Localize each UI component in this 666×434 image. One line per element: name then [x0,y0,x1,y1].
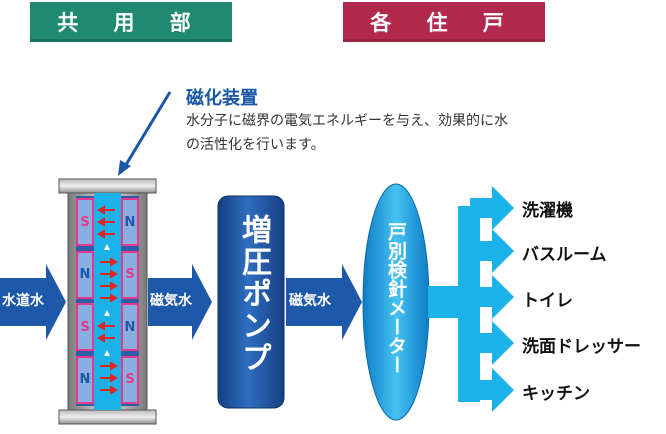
destination-kitchen: キッチン [522,384,590,404]
device-description: 水分子に磁界の電気エネルギーを与え、効果的に水の活性化を行います。 [186,113,508,153]
unit-section-header: 各 住 戸 [343,2,545,42]
destination-washstand: 洗面ドレッサー [522,337,641,357]
magnetizer-device [58,178,157,425]
magnet-pole: S [121,250,139,299]
left-magnet-column: S N S N [76,196,94,406]
pump-label: 増圧ポンプ [236,214,271,374]
pump-to-meter-arrow [286,264,362,340]
pump-output-label: 磁気水 [289,293,331,309]
branch-arrows [470,186,514,412]
magnet-pole: S [121,355,139,404]
magnet-pole: N [76,355,94,404]
magnet-pole: S [76,303,94,352]
right-magnet-column: N S N S [121,196,139,406]
pointer-arrowhead [118,160,131,176]
destination-toilet: トイレ [522,291,573,311]
destination-washing-machine: 洗濯機 [522,201,573,221]
destination-bathroom: バスルーム [522,245,607,265]
pointer-line [122,91,172,169]
magnet-pole: N [121,303,139,352]
inlet-label: 水道水 [2,293,44,309]
meter-connector [428,286,462,318]
magnet-pole: S [76,198,94,247]
field-arrows [97,205,118,395]
inlet-arrow [0,264,66,340]
meter-label: 戸別検針メーター [385,222,407,374]
device-title: 磁化装置 [186,88,258,109]
magnet-pole: N [76,250,94,299]
magnet-pole: N [121,198,139,247]
flow-up-arrows [104,244,110,356]
device-to-pump-arrow [148,264,212,340]
device-output-label: 磁気水 [150,293,192,309]
shared-section-header: 共 用 部 [30,2,232,42]
pump-body [217,195,285,409]
